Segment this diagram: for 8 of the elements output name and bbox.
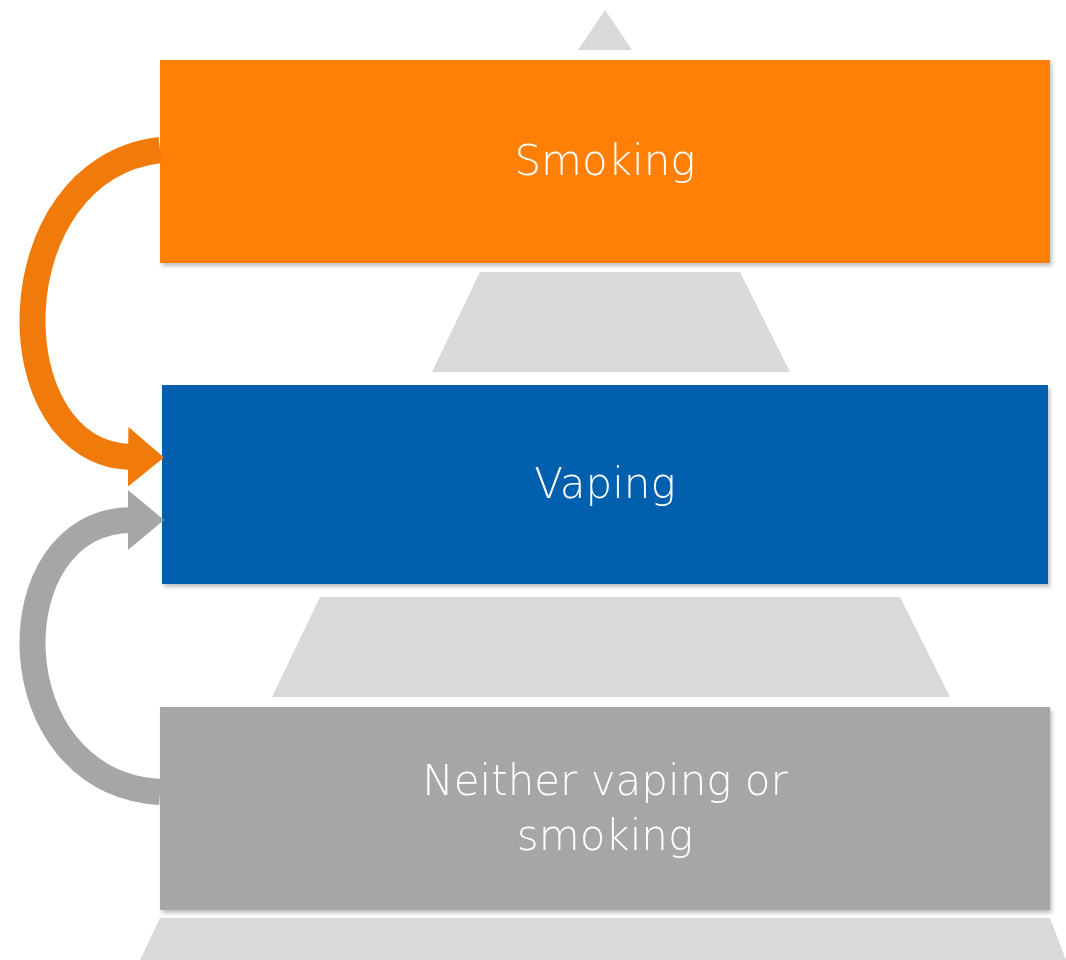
tier-box <box>160 707 1050 910</box>
curved-arrow <box>19 137 164 486</box>
tier-label: Vaping <box>534 458 676 511</box>
tier-box <box>160 60 1050 263</box>
tier-box <box>162 385 1048 584</box>
tier-label: Neither vaping or smoking <box>421 754 789 862</box>
curved-arrow <box>19 491 164 805</box>
tier-label: Smoking <box>514 135 696 188</box>
